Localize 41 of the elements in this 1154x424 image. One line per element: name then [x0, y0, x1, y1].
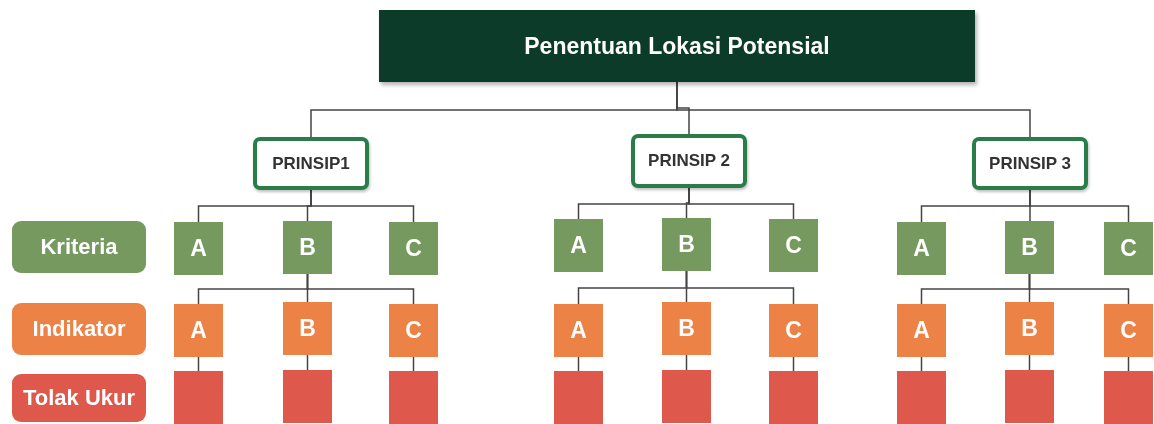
empty-square: [174, 371, 223, 424]
empty-square: [897, 371, 946, 424]
item-square: B: [662, 302, 711, 355]
item-square: C: [1104, 304, 1153, 357]
empty-square: [1104, 371, 1153, 424]
item-square: A: [897, 222, 946, 275]
item-square: B: [283, 221, 332, 274]
empty-square: [389, 371, 438, 424]
connector-line: [310, 189, 415, 223]
item-square: C: [389, 304, 438, 357]
row-label: Kriteria: [12, 221, 146, 273]
item-square: C: [1104, 222, 1153, 275]
principle-box: PRINSIP 3: [972, 137, 1088, 190]
item-square: C: [769, 304, 818, 357]
item-square: A: [174, 304, 223, 357]
item-square: A: [554, 304, 603, 357]
connector-line: [688, 187, 795, 220]
item-square: A: [554, 219, 603, 272]
item-square: B: [662, 218, 711, 271]
empty-square: [283, 370, 332, 423]
empty-square: [1005, 370, 1054, 423]
connector-line: [306, 273, 415, 305]
connector-line: [676, 81, 1031, 138]
item-square: C: [389, 222, 438, 275]
item-square: B: [283, 302, 332, 355]
item-square: B: [1005, 302, 1054, 355]
principle-box: PRINSIP1: [253, 137, 369, 190]
row-label: Indikator: [12, 303, 146, 355]
connector-line: [1028, 273, 1130, 305]
item-square: A: [897, 304, 946, 357]
row-label: Tolak Ukur: [12, 374, 146, 422]
connector-line: [1029, 189, 1130, 223]
empty-square: [554, 371, 603, 424]
item-square: C: [769, 219, 818, 272]
connector-line: [685, 270, 795, 305]
title-box: Penentuan Lokasi Potensial: [379, 10, 975, 82]
empty-square: [662, 370, 711, 423]
item-square: A: [174, 222, 223, 275]
principle-box: PRINSIP 2: [631, 134, 747, 188]
empty-square: [769, 371, 818, 424]
item-square: B: [1005, 221, 1054, 274]
